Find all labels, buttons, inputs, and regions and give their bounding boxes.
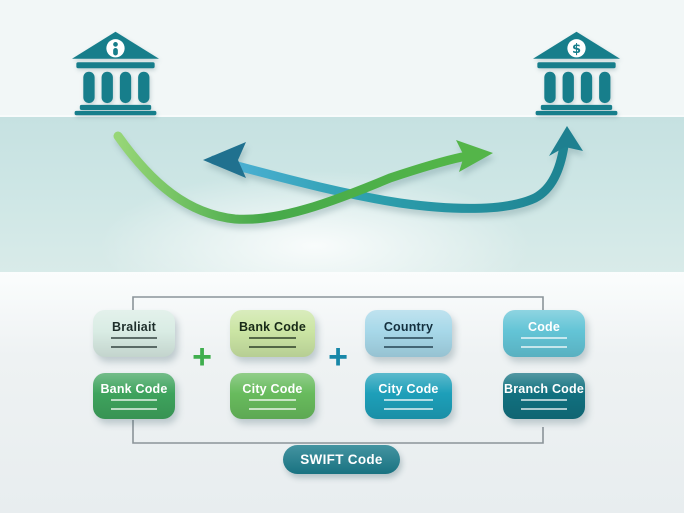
formula-box-bottom-3: City Code — [365, 373, 452, 419]
box-label: Bank Code — [238, 319, 307, 334]
formula-box-top-3: Country — [365, 310, 452, 357]
box-label: Country — [383, 319, 434, 334]
swift-code-result: SWIFT Code — [283, 445, 400, 474]
underline-mark — [521, 336, 567, 348]
underline-mark — [248, 399, 297, 410]
formula-box-bottom-1: Bank Code — [93, 373, 175, 419]
bank-columns — [544, 71, 611, 104]
underline-mark — [248, 336, 297, 348]
bank-step — [79, 104, 152, 111]
formula-box-bottom-2: City Code — [230, 373, 315, 419]
bank-architrave — [76, 62, 155, 69]
box-label: Branch Code — [504, 382, 584, 396]
formula-box-top-1: Braliait — [93, 310, 175, 357]
dollar-sign-icon: $ — [572, 42, 581, 57]
underline-mark — [384, 336, 433, 348]
bank-step — [540, 104, 613, 111]
plus-operator-1: + — [192, 338, 212, 376]
formula-box-bottom-4: Branch Code — [503, 373, 585, 419]
plus-operator-2: + — [328, 338, 348, 376]
box-label: Braliait — [112, 319, 156, 334]
underline-mark — [111, 399, 157, 410]
box-label: Bank Code — [100, 382, 168, 396]
underline-mark — [384, 399, 433, 410]
box-label: City Code — [378, 382, 439, 396]
left-bank-icon — [72, 31, 159, 116]
bank-emblem-circle — [567, 39, 586, 58]
info-dot-glyph-icon — [113, 42, 118, 56]
formula-box-top-4: Code — [503, 310, 585, 357]
bank-base — [535, 110, 618, 116]
transfer-band — [0, 115, 684, 274]
bank-architrave — [537, 62, 616, 69]
box-label: Code — [527, 319, 561, 334]
bank-columns — [83, 71, 150, 104]
underline-mark — [111, 336, 157, 348]
swift-code-label: SWIFT Code — [300, 452, 383, 467]
underline-mark — [521, 399, 567, 410]
right-bank-icon: $ — [533, 31, 620, 116]
bank-base — [74, 110, 157, 116]
formula-box-top-2: Bank Code — [230, 310, 315, 357]
box-label: City Code — [242, 382, 303, 396]
